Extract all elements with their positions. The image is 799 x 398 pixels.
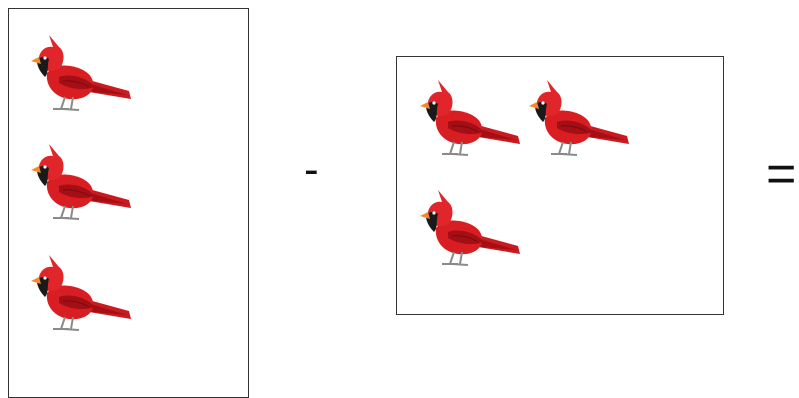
minus-sign: - bbox=[304, 145, 319, 194]
cardinal-bird-icon bbox=[25, 142, 135, 226]
right-bird-group-box bbox=[396, 56, 724, 315]
equals-sign: = bbox=[766, 145, 797, 203]
cardinal-bird-icon bbox=[25, 253, 135, 337]
cardinal-bird-icon bbox=[523, 78, 633, 162]
cardinal-bird-icon bbox=[414, 78, 524, 162]
cardinal-bird-icon bbox=[25, 33, 135, 117]
left-bird-group-box bbox=[8, 8, 249, 398]
cardinal-bird-icon bbox=[414, 188, 524, 272]
